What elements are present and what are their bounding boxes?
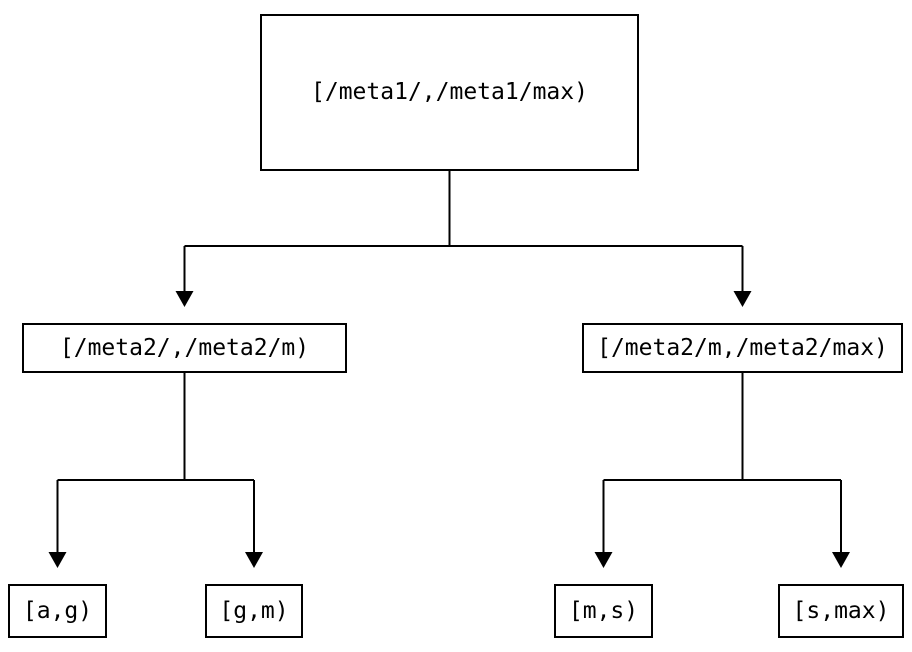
- node-label: [g,m): [219, 597, 289, 624]
- node-label: [m,s): [568, 597, 639, 624]
- node-root-interval: [/meta1/,/meta1/max): [260, 14, 639, 171]
- node-label: [/meta2/m,/meta2/max): [597, 334, 888, 361]
- node-leaf-interval-ag: [a,g): [8, 584, 107, 638]
- node-left-interval: [/meta2/,/meta2/m): [22, 323, 347, 373]
- node-leaf-interval-ms: [m,s): [554, 584, 653, 638]
- arrowhead-icon: [733, 291, 752, 307]
- node-label: [/meta1/,/meta1/max): [311, 79, 588, 105]
- arrowhead-icon: [245, 552, 263, 568]
- connector-right-children: [594, 373, 850, 568]
- arrowhead-icon: [594, 552, 613, 568]
- node-label: [a,g): [22, 597, 93, 624]
- node-label: [s,max): [792, 597, 890, 624]
- arrowhead-icon: [175, 291, 194, 307]
- node-label: [/meta2/,/meta2/m): [59, 334, 310, 361]
- connector-left-children: [48, 373, 263, 568]
- arrowhead-icon: [48, 552, 67, 568]
- node-right-interval: [/meta2/m,/meta2/max): [582, 323, 903, 373]
- node-leaf-interval-smax: [s,max): [778, 584, 904, 638]
- connector-root-children: [175, 171, 752, 307]
- arrowhead-icon: [832, 552, 850, 568]
- node-leaf-interval-gm: [g,m): [205, 584, 303, 638]
